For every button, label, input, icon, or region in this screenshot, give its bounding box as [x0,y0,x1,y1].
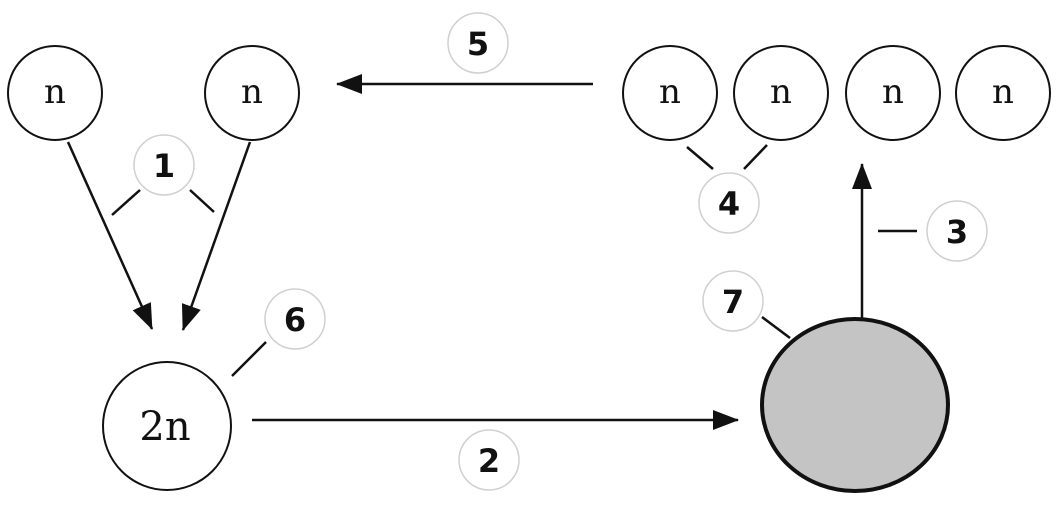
marker-2-label: 2 [478,442,500,480]
haploid-cell-label: n [770,72,792,112]
haploid-cell-label: n [44,72,66,112]
haploid-cell-right-4: n [955,45,1051,141]
marker-7-leader [761,316,791,339]
marker-5: 5 [447,12,509,74]
marker-3: 3 [926,200,988,262]
haploid-cell-label: n [882,72,904,112]
haploid-cell-right-3: n [845,45,941,141]
marker-3-label: 3 [946,213,968,251]
marker-1-leader-left [111,189,141,216]
haploid-cell-right-1: n [622,45,718,141]
marker-7: 7 [702,270,764,332]
marker-4-leader-right [743,144,768,170]
haploid-cell-label: n [659,72,681,112]
marker-6-label: 6 [284,301,306,339]
haploid-cell-label: n [992,72,1014,112]
diploid-cell: 2n [102,361,232,491]
marker-4-label: 4 [718,185,740,223]
arrow-right-cell-to-diploid [181,141,252,331]
arrow-left-cell-to-diploid [66,141,154,330]
marker-1: 1 [133,134,195,196]
marker-1-leader-right [189,189,215,213]
marker-4: 4 [698,172,760,234]
large-grey-cell [760,317,950,493]
haploid-cell-left-2: n [204,45,300,141]
haploid-cell-left-1: n [7,45,103,141]
haploid-cell-right-2: n [733,45,829,141]
diploid-cell-label: 2n [139,404,190,450]
marker-6-leader [231,341,267,377]
marker-6: 6 [264,288,326,350]
marker-7-label: 7 [722,283,744,321]
marker-5-label: 5 [467,25,489,63]
marker-4-leader-left [686,146,714,170]
marker-1-label: 1 [153,147,175,185]
marker-2: 2 [458,429,520,491]
haploid-cell-label: n [241,72,263,112]
